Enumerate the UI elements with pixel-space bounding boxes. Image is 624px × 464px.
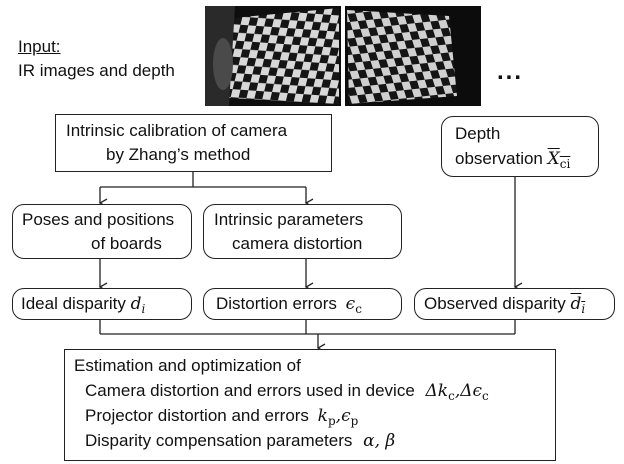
observed-disparity-box: Observed disparity di (414, 288, 615, 320)
distortion-errors-label: Distortion errors ϵc (216, 294, 362, 316)
calibration-box: Intrinsic calibration of camera by Zhang… (55, 114, 332, 172)
distortion-errors-symbol: ϵc (345, 294, 362, 316)
poses-line1: Poses and positions (22, 210, 175, 229)
estimation-box: Estimation and optimization of Camera di… (64, 349, 556, 461)
ellipsis: ... (497, 58, 524, 85)
ir-image-1 (205, 6, 341, 106)
estimation-line3: Disparity compensation parameters α, β (85, 431, 396, 451)
ideal-disparity-symbol: di (130, 294, 146, 316)
observed-disparity-symbol: di (570, 294, 586, 316)
intrinsic-line2: camera distortion (232, 234, 363, 253)
intrinsic-line1: Intrinsic parameters (214, 210, 364, 229)
estimation-line2: Projector distortion and errors kp,ϵp (85, 406, 359, 428)
estimation-line3-symbols: α, β (363, 431, 396, 451)
poses-box: Poses and positions of boards (12, 204, 192, 259)
depth-observation-text: observation (455, 149, 543, 168)
ideal-disparity-box: Ideal disparity di (12, 288, 192, 320)
input-text: IR images and depth (18, 61, 175, 80)
calibration-line2: by Zhang’s method (106, 145, 251, 164)
depth-observation-line2: observation Xci (455, 148, 570, 175)
calibration-line1: Intrinsic calibration of camera (66, 121, 288, 140)
estimation-line1-symbols: Δkc,Δϵc (425, 381, 489, 403)
distortion-errors-box: Distortion errors ϵc (203, 288, 402, 320)
depth-observation-line1: Depth (455, 124, 501, 143)
depth-observation-box: Depth observation Xci (441, 116, 599, 177)
ir-image-2 (345, 6, 481, 106)
estimation-line1: Camera distortion and errors used in dev… (85, 381, 489, 403)
poses-line2: of boards (91, 234, 162, 253)
intrinsic-parameters-box: Intrinsic parameters camera distortion (203, 204, 402, 259)
estimation-title: Estimation and optimization of (74, 356, 301, 375)
input-heading: Input: (18, 37, 61, 56)
depth-observation-symbol: Xci (547, 149, 571, 171)
ideal-disparity-label: Ideal disparity di (21, 294, 146, 316)
estimation-line2-symbols: kp,ϵp (317, 406, 359, 428)
observed-disparity-label: Observed disparity di (424, 294, 586, 316)
